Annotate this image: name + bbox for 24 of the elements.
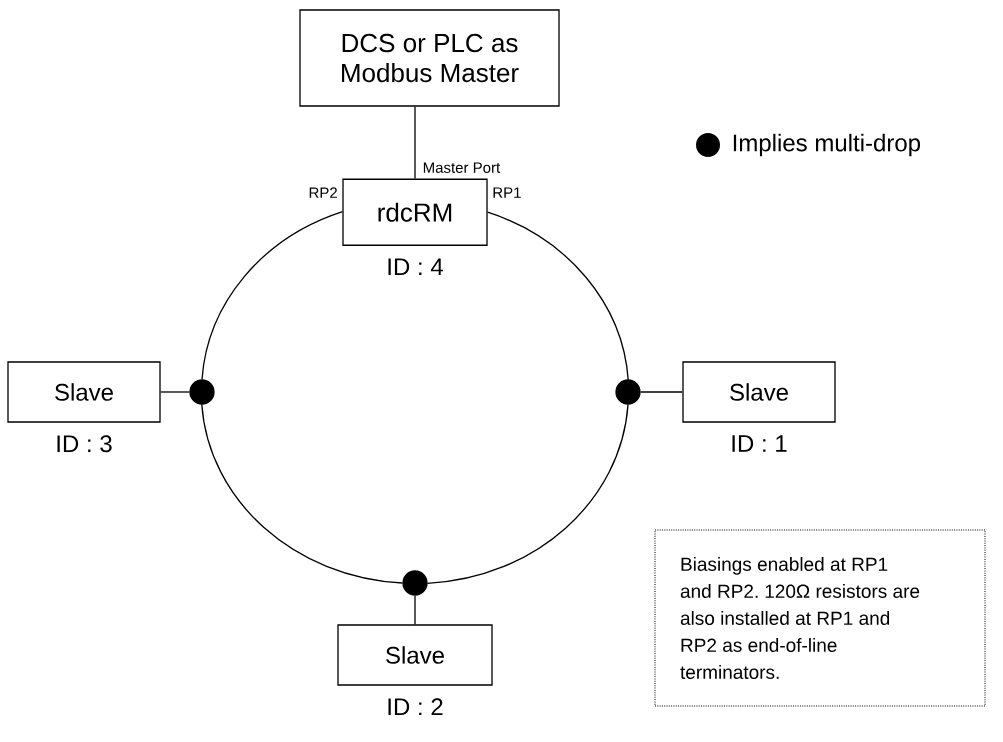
id-label: ID : 4 bbox=[388, 258, 443, 276]
junction-dot bbox=[402, 570, 428, 596]
port-label: Master Port bbox=[421, 161, 502, 174]
connector-line bbox=[414, 106, 416, 180]
junction-dot bbox=[189, 379, 215, 405]
id-label: ID : 1 bbox=[732, 435, 787, 452]
device-box: DCS or PLC as Modbus Master bbox=[299, 9, 560, 107]
connector-line bbox=[160, 391, 190, 393]
ring-line bbox=[201, 403, 403, 584]
device-box: Slave bbox=[7, 361, 161, 423]
junction-dot bbox=[615, 379, 641, 405]
ring-line bbox=[426, 404, 629, 584]
id-label: ID : 2 bbox=[388, 698, 443, 716]
device-box: rdcRM bbox=[342, 178, 488, 246]
port-label: RP2 bbox=[309, 187, 337, 198]
device-box: Slave bbox=[682, 361, 836, 423]
note-box: Biasings enabled at RP1 and RP2. 120Ω resistors are also installed at RP1 and RP2 as end-of-line terminators. bbox=[654, 529, 986, 707]
legend-text: Implies multi-drop bbox=[733, 133, 921, 157]
ring-line bbox=[487, 211, 629, 381]
connector-line bbox=[414, 595, 416, 625]
id-label: ID : 3 bbox=[57, 435, 112, 453]
device-box: Slave bbox=[337, 624, 493, 686]
connector-line bbox=[640, 391, 683, 393]
ring-line bbox=[201, 210, 344, 380]
